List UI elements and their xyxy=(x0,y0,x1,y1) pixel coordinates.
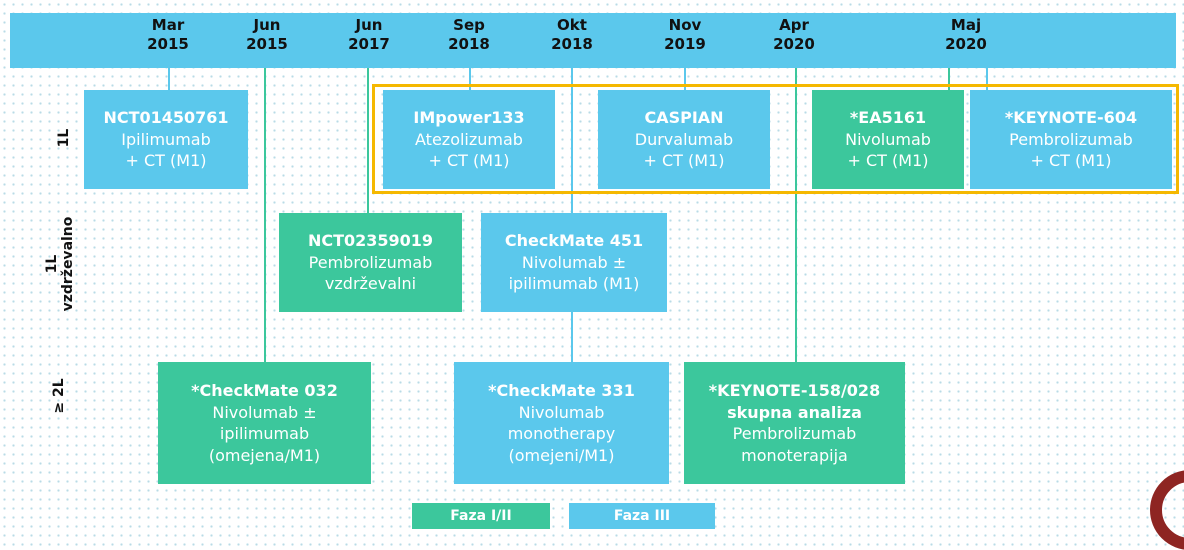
connector-maj-2020-b xyxy=(986,68,988,90)
logo-icon xyxy=(1150,470,1184,550)
trial-keynote-604: *KEYNOTE-604 Pembrolizumab + CT (M1) xyxy=(970,90,1172,189)
timeline-bar xyxy=(10,13,1176,68)
trial-nct02359019: NCT02359019 Pembrolizumab vzdrževalni xyxy=(279,213,462,312)
connector-maj-2020-a xyxy=(948,68,950,90)
legend-phase-1-2: Faza I/II xyxy=(412,503,550,529)
connector-jun-2017 xyxy=(367,68,369,214)
trial-caspian: CASPIAN Durvalumab + CT (M1) xyxy=(598,90,770,189)
connector-nov-2019 xyxy=(684,68,686,90)
trial-ea5161: *EA5161 Nivolumab + CT (M1) xyxy=(812,90,964,189)
trial-checkmate-032: *CheckMate 032 Nivolumab ± ipilimumab (o… xyxy=(158,362,371,484)
connector-sep-2018 xyxy=(469,68,471,90)
row-label-2l: ≥ 2L xyxy=(51,378,67,414)
trial-keynote-158-028: *KEYNOTE-158/028 skupna analiza Pembroli… xyxy=(684,362,905,484)
connector-mar-2015 xyxy=(168,68,170,90)
trial-checkmate-451: CheckMate 451 Nivolumab ± ipilimumab (M1… xyxy=(481,213,667,312)
connector-jun-2015 xyxy=(264,68,266,362)
connector-apr-2020 xyxy=(795,68,797,362)
trial-checkmate-331: *CheckMate 331 Nivolumab monotherapy (om… xyxy=(454,362,669,484)
row-label-1l: 1L xyxy=(56,128,72,148)
phase3-1l-highlight-frame xyxy=(372,84,1179,194)
legend-phase-3: Faza III xyxy=(569,503,715,529)
trial-impower133: IMpower133 Atezolizumab + CT (M1) xyxy=(383,90,555,189)
trial-nct01450761: NCT01450761 Ipilimumab + CT (M1) xyxy=(84,90,248,189)
